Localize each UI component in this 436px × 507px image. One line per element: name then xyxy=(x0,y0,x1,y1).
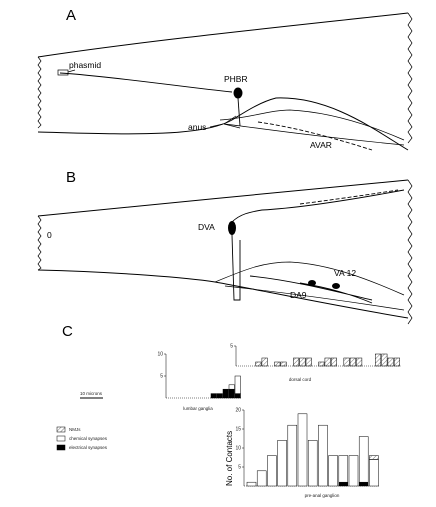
dorsal-bar xyxy=(387,357,394,367)
preanal-bar xyxy=(369,459,379,487)
panel-a-letter: A xyxy=(66,7,76,24)
phbr-dendrite xyxy=(59,72,233,93)
chart-lumbar-xlabel: lumbar ganglia xyxy=(183,406,213,411)
panel-b-letter: B xyxy=(66,169,76,186)
preanal-bar xyxy=(369,455,379,460)
anus-pointer xyxy=(209,123,224,128)
panel-b-body-outline xyxy=(37,179,409,319)
lumbar-bar xyxy=(222,388,229,399)
dorsal-bar xyxy=(375,353,382,367)
va12-cell-body xyxy=(332,283,340,289)
preanal-bar xyxy=(267,455,277,487)
dorsal-bar xyxy=(293,357,300,367)
preanal-bar xyxy=(277,440,287,487)
preanal-ytick-label: 5 xyxy=(238,465,241,471)
legend-label-chem: chemical synapses xyxy=(69,436,108,441)
dorsal-cord-process xyxy=(299,189,399,205)
preanal-bar xyxy=(338,481,349,487)
anus-label: anus xyxy=(188,122,206,132)
preanal-bar xyxy=(246,481,257,487)
legend-swatch-elec xyxy=(56,444,66,451)
preanal-bar xyxy=(297,413,308,487)
panel-a: A phasmid PHBR anus AVAR xyxy=(37,7,413,151)
dorsal-bar xyxy=(324,357,331,367)
legend-swatch-nmj xyxy=(56,426,66,433)
preanal-bar xyxy=(348,455,359,487)
panel-c: C 10 microns NMJs chemical synapses elec… xyxy=(56,323,401,498)
dva-process xyxy=(231,189,405,301)
phasmid-pointer xyxy=(67,69,76,73)
chart-dorsal-cord: dorsal cord 5 xyxy=(230,344,401,382)
dorsal-bar xyxy=(318,361,325,367)
dorsal-bar xyxy=(280,361,287,367)
dva-label: DVA xyxy=(198,222,215,232)
panel-b-intestine xyxy=(214,261,405,311)
ventral-cord-processes xyxy=(249,275,373,304)
panel-a-intestine xyxy=(219,109,405,146)
preanal-bar xyxy=(307,440,318,487)
dorsal-bar xyxy=(261,357,268,367)
lumbar-ytick-label: 10 xyxy=(157,352,163,358)
dorsal-bar xyxy=(349,357,356,367)
legend: NMJs chemical synapses electrical synaps… xyxy=(56,426,108,451)
preanal-bar xyxy=(338,455,349,483)
dorsal-bar xyxy=(305,357,312,367)
lumbar-ytick-label: 5 xyxy=(160,374,163,380)
chart-preanal: pre-anal ganglion No. of Contacts 20 15 10… xyxy=(225,408,380,498)
lumbar-bar xyxy=(228,388,235,399)
da9-label: DA9 xyxy=(290,290,307,300)
lumbar-bar xyxy=(234,375,241,394)
legend-swatch-chem xyxy=(56,435,66,442)
preanal-bar xyxy=(328,455,338,487)
panel-b-zero-label: 0 xyxy=(47,230,52,240)
lumbar-bar xyxy=(210,393,217,399)
panel-b-right-edge xyxy=(407,179,413,325)
preanal-bar xyxy=(358,481,369,487)
panel-a-right-edge xyxy=(407,12,413,144)
panel-a-body-outline xyxy=(37,12,409,151)
lumbar-bar xyxy=(228,384,235,390)
dorsal-bar xyxy=(330,357,337,367)
dorsal-bar xyxy=(381,353,388,367)
panel-a-left-edge xyxy=(37,56,42,129)
dorsal-bar xyxy=(393,357,400,367)
panel-a-rectum xyxy=(223,115,241,129)
legend-label-elec: electrical synapses xyxy=(69,445,108,450)
panel-b: B 0 DVA VA 12 DA9 xyxy=(37,169,413,325)
lumbar-bar xyxy=(216,393,223,399)
phbr-label: PHBR xyxy=(224,74,248,84)
legend-label-nmj: NMJs xyxy=(69,427,81,432)
scale-bar-label: 10 microns xyxy=(80,391,103,396)
dorsal-bar xyxy=(356,357,363,367)
preanal-ytick-label: 20 xyxy=(235,408,241,414)
panel-b-left-edge xyxy=(37,215,42,271)
avar-label: AVAR xyxy=(310,140,332,150)
dorsal-ytick-label: 5 xyxy=(230,344,233,350)
preanal-bar xyxy=(287,424,298,487)
dorsal-bar xyxy=(274,361,281,367)
preanal-bar xyxy=(358,436,369,483)
phasmid-organ xyxy=(57,69,69,76)
va12-label: VA 12 xyxy=(334,268,356,278)
lumbar-bar xyxy=(234,393,241,399)
preanal-bar xyxy=(256,470,267,487)
chart-preanal-ylabel: No. of Contacts xyxy=(225,431,234,486)
phbr-cell-body xyxy=(233,87,243,99)
preanal-ytick-label: 10 xyxy=(235,446,241,452)
chart-dorsal-xlabel: dorsal cord xyxy=(289,377,312,382)
dorsal-bar xyxy=(299,357,306,367)
dorsal-bar xyxy=(255,361,262,367)
phasmid-label: phasmid xyxy=(69,60,101,70)
chart-preanal-xlabel: pre-anal ganglion xyxy=(305,493,340,498)
dorsal-bar xyxy=(343,357,350,367)
preanal-ytick-label: 15 xyxy=(235,427,241,433)
phbr-axon xyxy=(237,97,241,127)
preanal-bar xyxy=(318,424,328,487)
chart-lumbar: lumbar ganglia 10 5 xyxy=(157,352,241,411)
avar-process xyxy=(257,121,373,151)
dva-cell-body xyxy=(228,221,236,235)
panel-c-letter: C xyxy=(62,323,73,340)
